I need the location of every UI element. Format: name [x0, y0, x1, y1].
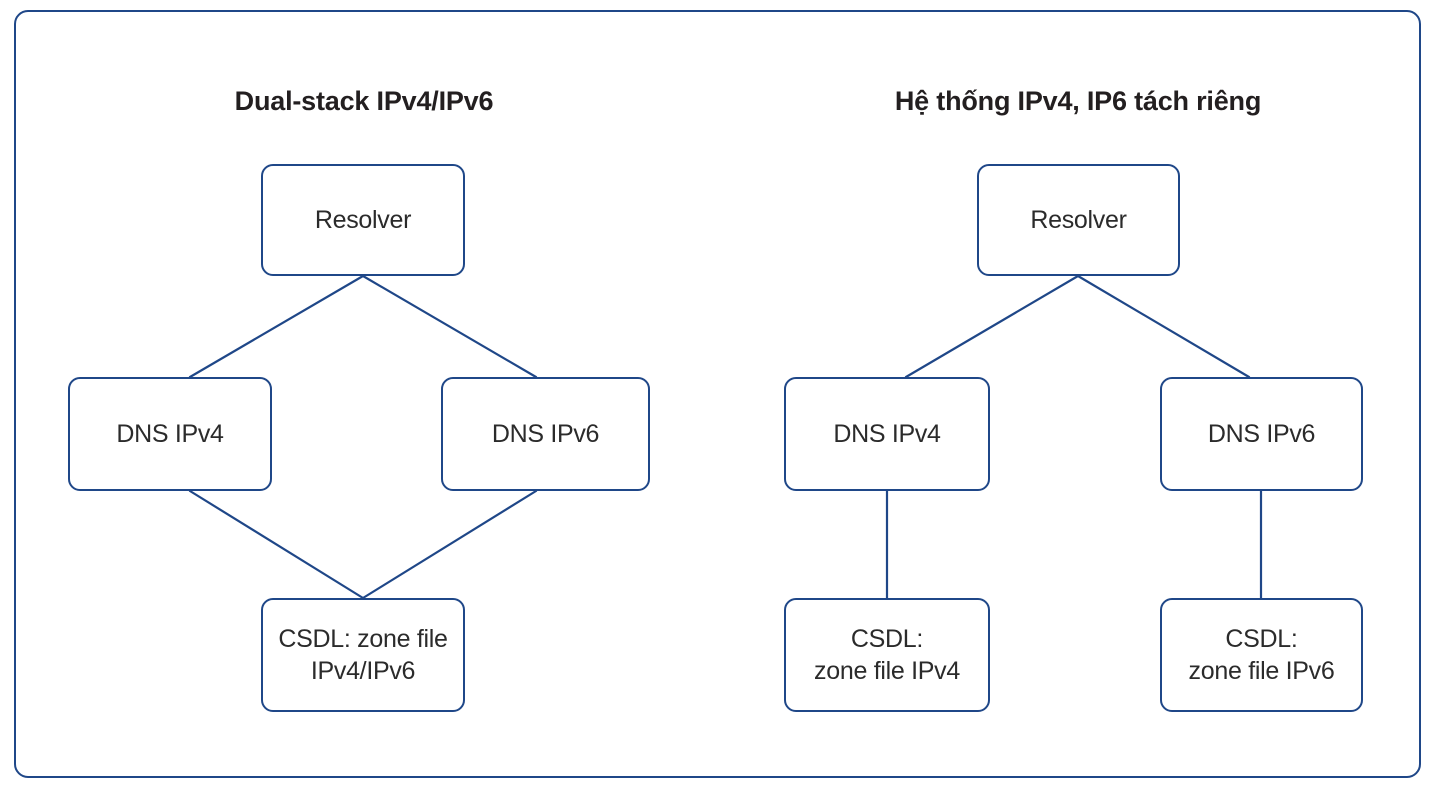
- node-label: DNS IPv6: [491, 420, 600, 448]
- node-label: CSDL: zone file IPv4: [814, 625, 960, 685]
- node-separated-resolver[interactable]: Resolver: [977, 164, 1180, 276]
- node-dual-stack-csdl[interactable]: CSDL: zone file IPv4/IPv6: [261, 598, 465, 712]
- node-label: DNS IPv6: [1207, 420, 1316, 448]
- node-separated-csdl-ipv6[interactable]: CSDL: zone file IPv6: [1160, 598, 1363, 712]
- diagram-title-dual-stack: Dual-stack IPv4/IPv6: [234, 86, 494, 116]
- node-separated-csdl-ipv4[interactable]: CSDL: zone file IPv4: [784, 598, 990, 712]
- node-label: Resolver: [1030, 206, 1127, 234]
- node-dual-stack-dns-ipv6[interactable]: DNS IPv6: [441, 377, 650, 491]
- node-label: CSDL: zone file IPv4/IPv6: [278, 625, 448, 685]
- node-label: DNS IPv4: [833, 420, 941, 448]
- node-separated-dns-ipv4[interactable]: DNS IPv4: [784, 377, 990, 491]
- node-label: DNS IPv4: [116, 420, 224, 448]
- node-dual-stack-resolver[interactable]: Resolver: [261, 164, 465, 276]
- node-dual-stack-dns-ipv4[interactable]: DNS IPv4: [68, 377, 272, 491]
- node-separated-dns-ipv6[interactable]: DNS IPv6: [1160, 377, 1363, 491]
- diagram-title-separated: Hệ thống IPv4, IP6 tách riêng: [894, 86, 1262, 116]
- outer-frame: [14, 10, 1421, 778]
- node-label: Resolver: [314, 206, 412, 234]
- node-label: CSDL: zone file IPv6: [1188, 625, 1335, 685]
